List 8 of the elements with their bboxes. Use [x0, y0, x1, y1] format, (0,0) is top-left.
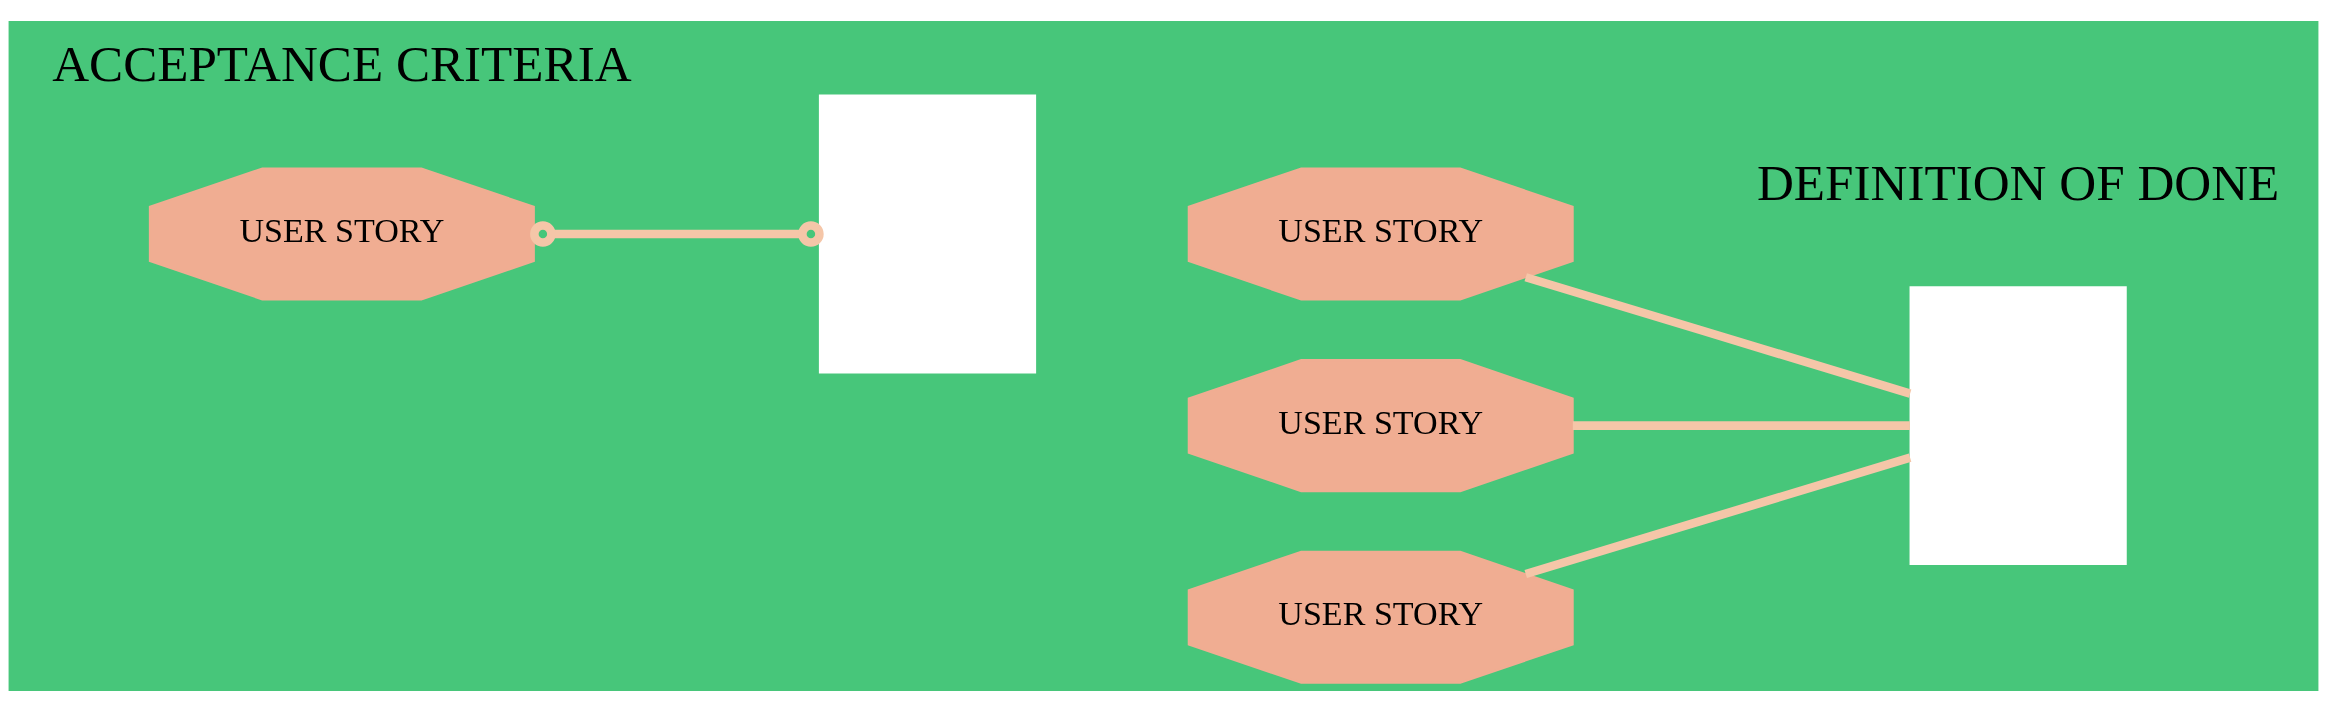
connector: [1572, 421, 1910, 430]
label: ACCEPTANCE CRITERIA: [52, 35, 632, 93]
label: DEFINITION OF DONE: [1756, 154, 2280, 212]
node-box: [1909, 286, 2127, 566]
connector: [530, 221, 824, 247]
connector: [1524, 453, 1912, 579]
connector: [1524, 273, 1912, 398]
node-box: [818, 94, 1037, 374]
